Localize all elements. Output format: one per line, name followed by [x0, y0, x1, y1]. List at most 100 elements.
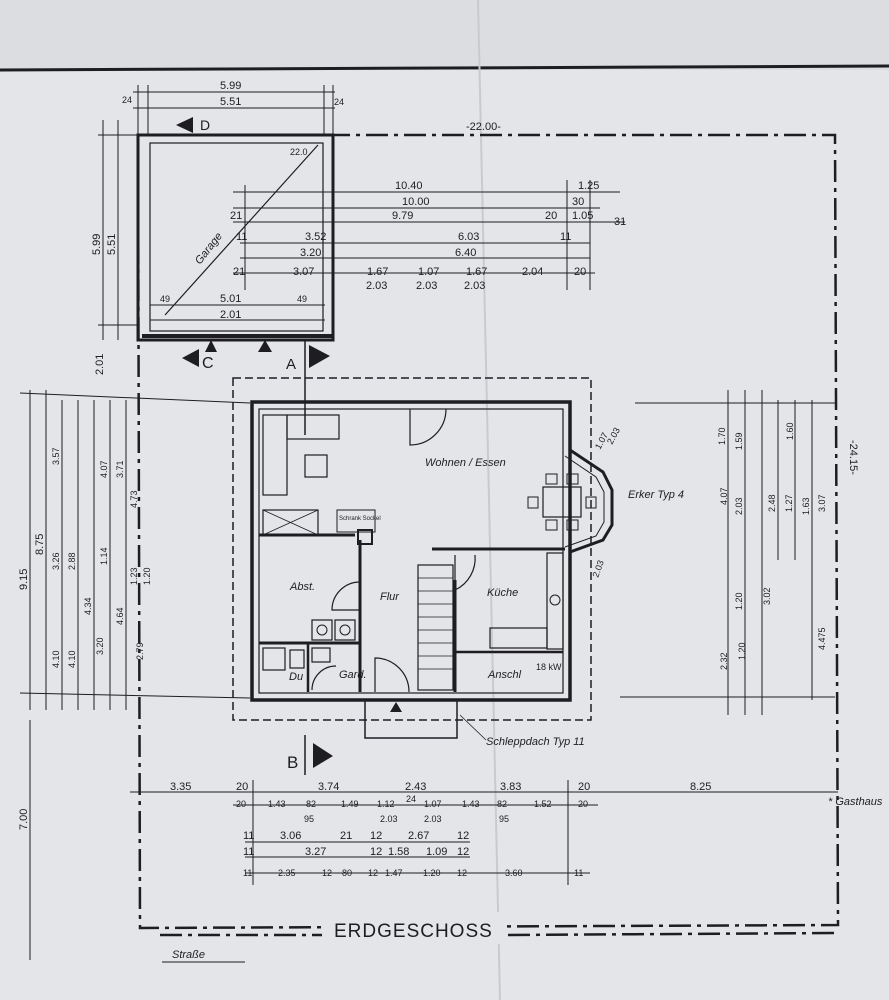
plan-title: ERDGESCHOSS — [334, 921, 493, 942]
dim-text: 11 — [574, 868, 583, 878]
garage-inner — [149, 142, 324, 332]
dim-text: 49 — [160, 294, 170, 304]
dim-text: 24 — [122, 95, 132, 105]
dim-text: 1.20 — [423, 868, 441, 878]
dim-text: 12 — [457, 830, 469, 842]
guest-label: * Gasthaus — [828, 796, 883, 808]
dim-text: 9.15 — [18, 569, 30, 590]
dim-text: 1.05 — [572, 210, 593, 222]
dim-text: 1.20 — [737, 642, 747, 660]
dim-text: 2.03 — [424, 814, 442, 824]
dim-text: 3.57 — [51, 447, 61, 465]
room-label-schrank: Schrank Sockel — [339, 516, 381, 522]
dim-text: 80 — [342, 868, 352, 878]
dim-text: 5.51 — [220, 96, 241, 108]
room-label-gard: Gard. — [339, 669, 367, 681]
door-kueche — [454, 554, 476, 591]
dim-text: 1.63 — [801, 497, 811, 515]
dim-text: 5.99 — [220, 80, 241, 92]
dim-text: 20 — [236, 799, 246, 809]
dim-text: 24 — [334, 97, 344, 107]
plot-boundary — [136, 133, 840, 930]
dim-text: 3.26 — [51, 552, 61, 570]
door-abst — [331, 581, 361, 611]
garage-outline — [136, 133, 335, 342]
dim-text: 3.52 — [305, 231, 326, 243]
section-arrow-b — [313, 743, 333, 768]
dim-text: 20 — [578, 799, 588, 809]
dim-text: 21 — [230, 210, 242, 222]
dim-text: 10.40 — [395, 180, 423, 192]
room-label-flur: Flur — [380, 591, 400, 603]
dim-text: 1.09 — [426, 846, 447, 858]
dim-text: 6.40 — [455, 247, 476, 259]
shower — [262, 647, 286, 671]
dim-text: 3.27 — [305, 846, 326, 858]
dim-text: 1.07 — [418, 266, 439, 278]
dim-text: 2.67 — [408, 830, 429, 842]
dim-text: 1.67 — [367, 266, 388, 278]
paper-fold — [0, 64, 889, 72]
dim-ext — [19, 692, 251, 699]
section-arrow-d — [176, 117, 193, 133]
kitchen-counter — [546, 552, 564, 650]
entry-porch — [364, 699, 458, 739]
dim-text: 4.475 — [817, 627, 827, 650]
room-label-wohnen: Wohnen / Essen — [425, 457, 506, 469]
dim-text: 20 — [578, 781, 590, 793]
erker-bay-inner — [564, 455, 605, 548]
dim-text: 95 — [499, 814, 509, 824]
dim-text: 1.12 — [377, 799, 395, 809]
dim-text: 2.88 — [67, 552, 77, 570]
dim-text: 8.75 — [34, 534, 46, 555]
dim-text: 82 — [497, 799, 507, 809]
dim-text: 12 — [457, 868, 467, 878]
dim-text: 3.71 — [115, 460, 125, 478]
dim-text: 49 — [297, 294, 307, 304]
garage-arrow-a — [205, 340, 217, 352]
dim-text: 3.20 — [95, 637, 105, 655]
annotation-erker: Erker Typ 4 — [628, 489, 684, 501]
dim-text: 1.20 — [734, 592, 744, 610]
house-inner-wall — [258, 408, 564, 694]
section-arrow-a — [309, 345, 330, 368]
section-label-c: C — [202, 355, 214, 372]
dim-text: 1.67 — [466, 266, 487, 278]
dim-text: 2.79 — [135, 642, 145, 660]
dining-table — [542, 486, 582, 518]
dim-text: 2.01 — [94, 354, 106, 375]
dim-text: 12 — [370, 846, 382, 858]
room-label-kueche: Küche — [487, 587, 518, 599]
title-line-right — [507, 931, 839, 937]
dim-text: 1.07 — [424, 799, 442, 809]
garage-diagonal — [164, 144, 319, 316]
washer-drum — [316, 624, 328, 636]
dim-text: 1.70 — [717, 427, 727, 445]
entry-arrow — [390, 702, 402, 712]
house-eave-line — [232, 377, 592, 721]
room-label-abst: Abst. — [289, 581, 315, 593]
chair — [545, 519, 558, 531]
dim-text: 31 — [614, 216, 626, 228]
dryer-drum — [339, 624, 351, 636]
dim-text: 9.79 — [392, 210, 413, 222]
dim-text: 5.01 — [220, 293, 241, 305]
dim-text: 20 — [545, 210, 557, 222]
dim-text: 22.0 — [290, 147, 308, 157]
dim-text: 4.73 — [129, 490, 139, 508]
dim-text: 4.34 — [83, 597, 93, 615]
room-label-du: Du — [289, 671, 303, 683]
door-entry — [374, 657, 410, 693]
section-label-d: D — [200, 117, 210, 133]
dim-text: 8.25 — [690, 781, 711, 793]
dim-ext — [19, 392, 251, 404]
dim-text: 3.02 — [762, 587, 772, 605]
dim-text: 21 — [340, 830, 352, 842]
dim-text: 1.59 — [734, 432, 744, 450]
kitchen-hob — [549, 594, 561, 606]
dim-text: 3.74 — [318, 781, 339, 793]
